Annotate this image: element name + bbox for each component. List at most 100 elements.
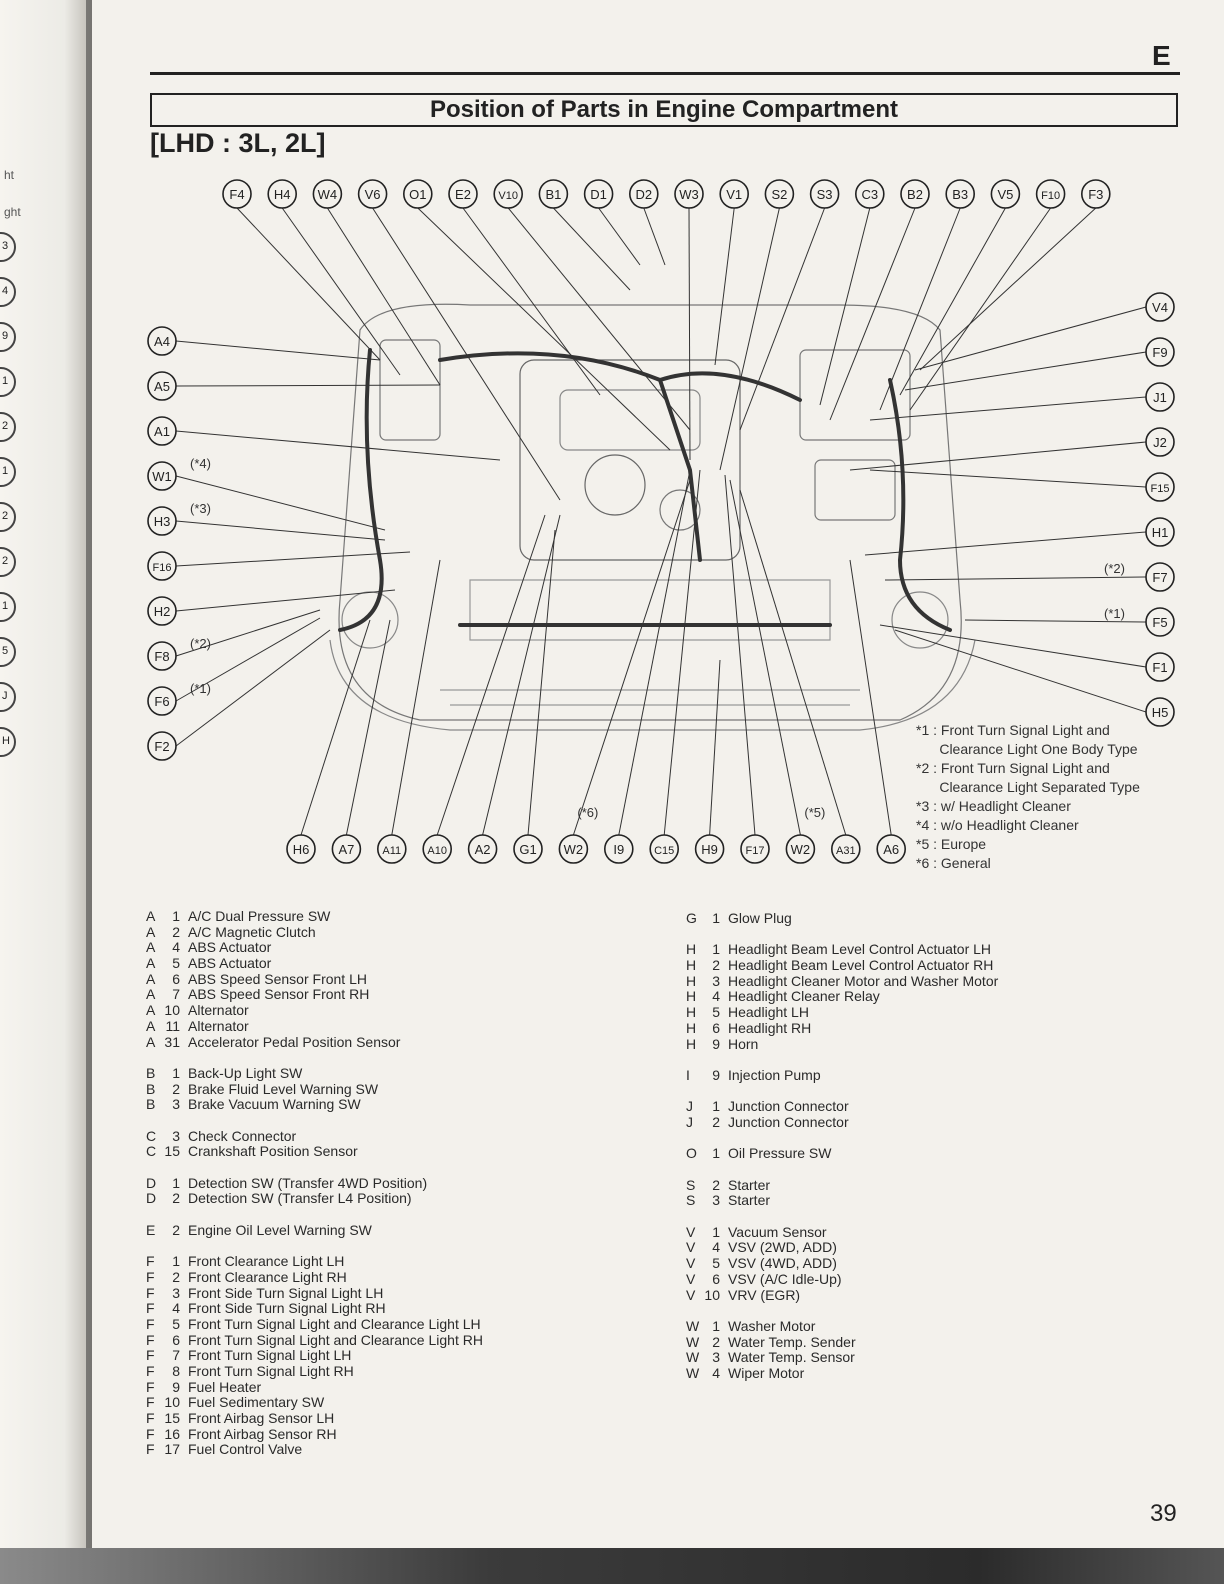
callout-label: H2 [154,604,171,619]
leader-line [894,629,1147,713]
legend-number: 3 [712,1349,720,1366]
callout-v10: V10 [493,179,524,209]
scan-bottom-edge [0,1548,1224,1584]
legend-prefix: W [686,1364,700,1381]
right-headlight [891,591,949,649]
callout-note: (*6) [577,805,598,820]
callout-label: F4 [229,187,244,202]
callout-label: A10 [427,845,447,857]
legend-prefix: F [146,1331,155,1348]
legend-description: Fuel Sedimentary SW [188,1394,325,1411]
footnote-line: Clearance Light Separated Type [916,779,1140,795]
callout-h2: H2 [147,596,177,626]
callout-circle [147,506,177,536]
leader-line [175,551,411,567]
callout-circle [147,686,177,716]
legend-number: 7 [172,1347,180,1364]
legend-prefix: A [146,986,156,1003]
legend-number: 9 [712,1035,720,1052]
callout-label: F15 [1151,483,1170,495]
legend-prefix: F [146,1268,155,1285]
callout-label: W3 [679,187,699,202]
pulley [659,489,701,531]
legend-description: Vacuum Sensor [728,1223,827,1240]
callout-f4: F4 [222,179,252,209]
callout-label: H6 [293,842,310,857]
callout-circle [1145,472,1175,502]
legend-description: Fuel Heater [188,1378,262,1395]
leader-line [849,441,1147,471]
callout-label: F8 [154,649,169,664]
legend-number: 7 [172,986,180,1003]
footnote-line: *6 : General [916,855,991,871]
legend-prefix: B [146,1080,156,1097]
callout-circle [267,179,298,209]
callout-circle [312,179,343,209]
callout-s2: S2 [764,179,795,209]
callout-a11: A11 [376,834,407,864]
callout-o1: O1 [402,179,433,209]
legend-description: Horn [728,1035,759,1052]
leader-line [919,207,1097,371]
legend-description: A/C Dual Pressure SW [188,908,331,924]
legend-prefix: C [146,1143,157,1160]
callout-f10: F10 [1035,179,1066,209]
callout-circle [764,179,795,209]
legend-prefix: H [686,972,697,989]
legend-prefix: W [686,1317,700,1334]
callout-circle [809,179,840,209]
leader-line [236,207,381,361]
callout-a2: A2 [467,834,498,864]
legend-prefix: H [686,988,697,1005]
callout-j2: J2 [1145,427,1175,457]
book-binding-margin [0,0,92,1584]
callout-label: V4 [1152,300,1168,315]
leader-line [724,474,756,836]
legend-description: Front Clearance Light LH [188,1253,345,1270]
leader-line [553,207,631,291]
legend-number: 3 [172,1284,180,1301]
callout-note: (*1) [1104,606,1125,621]
legend-prefix: V [686,1255,696,1272]
legend-prefix: C [146,1127,157,1144]
callout-circle [830,834,861,864]
callout-circle [990,179,1021,209]
callout-a4: A4 [147,326,177,356]
legend-prefix: O [686,1145,697,1162]
callout-a5: A5 [147,371,177,401]
legend-prefix: B [146,1064,156,1081]
callout-label: O1 [409,187,426,202]
callout-label: J2 [1153,435,1167,450]
legend-description: Oil Pressure SW [728,1145,832,1162]
legend-number: 2 [712,1113,720,1130]
callout-f7: F7 [1145,562,1175,592]
legend-description: Detection SW (Transfer 4WD Position) [188,1174,428,1191]
legend-description: VSV (4WD, ADD) [728,1255,837,1272]
callout-circle [1035,179,1066,209]
callout-circle [1145,652,1175,682]
leader-line [879,207,961,411]
legend-prefix: A [146,939,156,956]
legend-number: 2 [172,1221,180,1238]
callout-circle [1145,292,1175,322]
callout-label: F5 [1152,615,1167,630]
callout-circle [558,834,589,864]
legend-description: VSV (A/C Idle-Up) [728,1270,842,1287]
legend-number: 17 [164,1441,180,1458]
callout-circle [740,834,770,864]
body-outline [338,303,962,721]
footnote-line: *4 : w/o Headlight Cleaner [916,817,1079,833]
